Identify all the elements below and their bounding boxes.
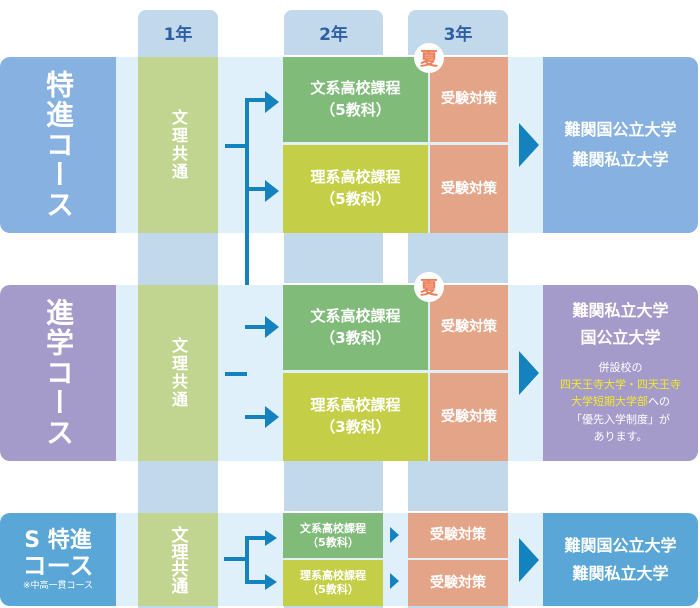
divider [284, 55, 508, 57]
summer-label: 夏 [420, 49, 438, 70]
connector [245, 415, 265, 419]
destination-item: 難関私立大学 [572, 301, 669, 320]
destination-tokushin: 難関国公立大学 難関私立大学 [543, 57, 698, 233]
connector [245, 580, 265, 584]
note-text: への [648, 395, 670, 409]
exam-label: 受験対策 [430, 574, 486, 591]
destination-item: 難関私立大学 [572, 150, 669, 169]
course-name: コース [22, 552, 94, 581]
arrow-right-icon [519, 351, 539, 395]
exam-prep: 受験対策 [430, 373, 508, 461]
track-subjects: （5教科） [320, 100, 391, 119]
connector [225, 144, 247, 148]
arrow-right-icon [265, 180, 279, 202]
connector [245, 98, 249, 460]
year-header-3: 3年 [408, 10, 508, 55]
exam-prep: 受験対策 [408, 560, 508, 606]
exam-prep: 受験対策 [430, 57, 508, 142]
arrow-right-icon [519, 123, 539, 167]
track-title: 理系高校課程 [300, 569, 366, 583]
connector [245, 187, 265, 191]
year-label: 3年 [443, 25, 473, 45]
common-label: 文理共通 [167, 525, 188, 594]
course-label-shingaku: 進学コース [0, 285, 116, 461]
exam-prep: 受験対策 [408, 513, 508, 558]
year-label: 2年 [319, 25, 348, 45]
exam-prep: 受験対策 [430, 145, 508, 233]
divider [284, 511, 508, 513]
track-subjects: （5教科） [307, 583, 359, 596]
note-line: 大学短期大学部への [560, 393, 681, 410]
connector [245, 325, 265, 329]
common-block-2: 文理共通 [138, 285, 218, 461]
track-subjects: （5教科） [320, 190, 391, 208]
destination-shingaku: 難関私立大学 国公立大学 併設校の 四天王寺大学・四天王寺 大学短期大学部への … [543, 285, 698, 461]
year-header-2: 2年 [284, 10, 383, 55]
track-humanities: 文系高校課程 （3教科） [283, 285, 428, 370]
track-title: 理系高校課程 [310, 396, 401, 415]
track-subjects: （3教科） [320, 328, 391, 347]
course-name: 特進コース [42, 70, 75, 220]
track-humanities: 文系高校課程 （5教科） [283, 57, 428, 142]
arrow-right-icon [265, 406, 279, 428]
note-highlight: 大学短期大学部 [571, 395, 648, 409]
arrow-right-icon [265, 316, 279, 338]
arrow-right-icon [265, 530, 277, 546]
arrow-right-icon [390, 573, 399, 589]
note-line: 「優先入学制度」が [571, 412, 670, 426]
arrow-right-icon [519, 538, 539, 582]
exam-label: 受験対策 [441, 408, 497, 425]
course-subnote: ※中高一貫コース [22, 580, 94, 591]
connector [225, 372, 247, 376]
arrow-right-icon [390, 527, 399, 543]
destination-item: 難関国公立大学 [564, 535, 677, 555]
preferential-admission-note: 併設校の 四天王寺大学・四天王寺 大学短期大学部への 「優先入学制度」が ありま… [560, 359, 681, 444]
connector [245, 98, 265, 102]
common-block-3: 文理共通 [138, 513, 218, 606]
track-subjects: （5教科） [307, 535, 359, 549]
exam-label: 受験対策 [441, 319, 497, 336]
track-science: 理系高校課程 （5教科） [283, 560, 383, 606]
exam-label: 受験対策 [441, 180, 497, 197]
connector [224, 557, 248, 561]
exam-label: 受験対策 [430, 527, 486, 544]
track-science: 理系高校課程 （3教科） [283, 373, 428, 461]
common-label: 文理共通 [169, 109, 188, 181]
track-humanities: 文系高校課程 （5教科） [283, 513, 383, 558]
note-line: あります。 [593, 429, 648, 443]
connector [245, 536, 249, 584]
track-title: 文系高校課程 [300, 521, 366, 535]
track-title: 文系高校課程 [310, 78, 401, 97]
course-label-tokushin: 特進コース [0, 57, 116, 233]
common-block-1: 文理共通 [138, 57, 218, 233]
arrow-right-icon [265, 91, 279, 113]
destination-item: 国公立大学 [580, 328, 661, 348]
destination-item: 難関国公立大学 [564, 119, 677, 139]
note-line: 併設校の [598, 361, 643, 375]
arrow-right-icon [265, 574, 277, 590]
course-name: 進学コース [42, 298, 75, 448]
divider [284, 283, 508, 285]
common-label: 文理共通 [169, 337, 188, 409]
year-header-1: 1年 [138, 10, 218, 55]
year-label: 1年 [163, 25, 193, 45]
summer-badge: 夏 [414, 43, 444, 73]
summer-badge: 夏 [414, 272, 444, 302]
track-title: 文系高校課程 [310, 306, 401, 325]
destination-item: 難関私立大学 [572, 563, 669, 583]
track-title: 理系高校課程 [310, 168, 401, 187]
destination-s-tokushin: 難関国公立大学 難関私立大学 [543, 513, 698, 606]
track-science: 理系高校課程 （5教科） [283, 145, 428, 233]
summer-label: 夏 [420, 278, 438, 299]
exam-label: 受験対策 [441, 91, 497, 108]
connector [245, 536, 265, 540]
course-label-s-tokushin: S 特進 コース ※中高一貫コース [0, 513, 116, 606]
exam-prep: 受験対策 [430, 285, 508, 370]
track-subjects: （3教科） [320, 418, 391, 436]
note-highlight: 四天王寺大学・四天王寺 [560, 378, 681, 392]
course-name: S 特進 [24, 527, 92, 553]
